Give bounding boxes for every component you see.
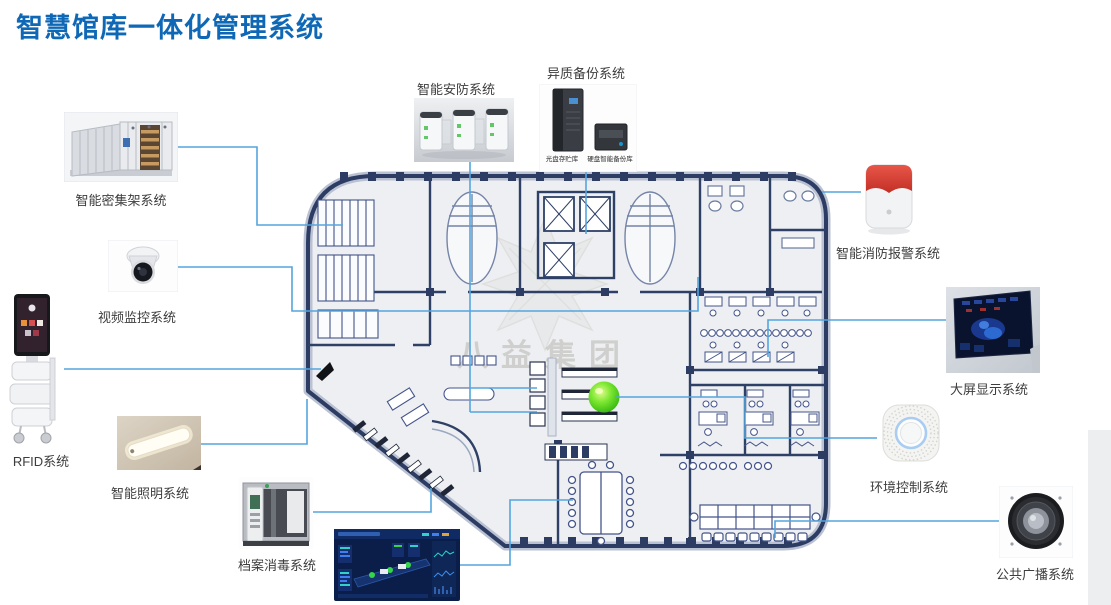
speaker-image bbox=[999, 486, 1073, 558]
shelving-image bbox=[64, 112, 178, 182]
stairwells bbox=[446, 191, 676, 285]
pillars bbox=[426, 288, 826, 546]
dashboard-image bbox=[334, 529, 460, 601]
connector-dashboard bbox=[459, 499, 573, 566]
connector-shelving bbox=[178, 146, 343, 226]
elevators bbox=[543, 196, 611, 278]
env-image bbox=[877, 402, 944, 470]
connector-env bbox=[615, 396, 877, 439]
disinfect-image bbox=[239, 477, 313, 549]
label-disinfect: 档案消毒系统 bbox=[237, 558, 316, 573]
door-gaps bbox=[395, 288, 640, 348]
right-gray-band bbox=[1088, 430, 1111, 605]
label-fire: 智能消防报警系统 bbox=[835, 246, 940, 261]
toilet-fixtures bbox=[707, 185, 815, 249]
label-speaker: 公共广播系统 bbox=[995, 567, 1074, 582]
label-backup: 异质备份系统 bbox=[546, 66, 625, 81]
label-screen: 大屏显示系统 bbox=[949, 382, 1028, 397]
plan-shelving-units bbox=[317, 199, 379, 339]
green-locator bbox=[588, 381, 620, 413]
open-office-rows bbox=[700, 296, 817, 363]
backup-sub-label-right: 硬盘智能备份库 bbox=[587, 156, 633, 163]
plan-wall bbox=[306, 174, 828, 548]
lobby-counter bbox=[386, 355, 497, 473]
connector-speaker bbox=[774, 520, 1000, 538]
label-env: 环境控制系统 bbox=[869, 480, 948, 495]
label-security: 智能安防系统 bbox=[416, 82, 495, 97]
connector-screen bbox=[767, 319, 946, 357]
light-image bbox=[117, 416, 201, 470]
small-offices bbox=[697, 389, 820, 447]
entrance-marker bbox=[316, 362, 334, 381]
label-rfid: RFID系统 bbox=[12, 454, 70, 469]
camera-image bbox=[108, 240, 178, 292]
connector-light bbox=[200, 399, 308, 445]
bottom-tables bbox=[678, 461, 821, 542]
interior-walls bbox=[308, 176, 826, 546]
backup-image: 光盘存贮库 硬盘智能备份库 bbox=[539, 84, 637, 172]
label-camera: 视频监控系统 bbox=[97, 310, 176, 325]
connector-disinfect bbox=[312, 488, 432, 513]
backup-sub-label-left: 光盘存贮库 bbox=[545, 156, 579, 163]
security-image bbox=[414, 98, 514, 162]
fire-image bbox=[860, 160, 918, 236]
label-light: 智能照明系统 bbox=[110, 486, 189, 501]
page-title: 智慧馆库一体化管理系统 bbox=[16, 13, 324, 43]
rfid-image bbox=[4, 292, 66, 444]
diagonal-stairs bbox=[352, 420, 455, 497]
conference-room bbox=[567, 460, 635, 546]
connector-camera bbox=[177, 266, 699, 312]
label-shelving: 智能密集架系统 bbox=[75, 193, 167, 208]
screen-image bbox=[946, 287, 1040, 373]
